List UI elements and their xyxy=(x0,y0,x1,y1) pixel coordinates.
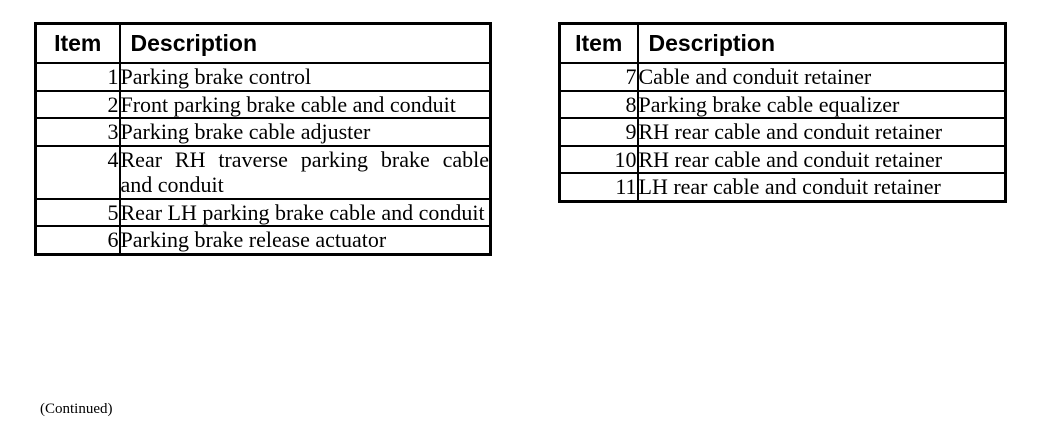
cell-item-number: 9 xyxy=(558,117,639,147)
cell-item-number: 8 xyxy=(558,89,639,120)
parts-table-right: Item Description 7 Cable and conduit ret… xyxy=(558,22,1007,203)
cell-item-number: 7 xyxy=(558,62,639,92)
column-header-description: Description xyxy=(118,22,492,65)
cell-item-description: Parking brake control xyxy=(118,62,492,92)
cell-item-description: Cable and conduit retainer xyxy=(636,62,1007,92)
cell-item-number: 6 xyxy=(34,225,121,256)
cell-item-description: RH rear cable and conduit retainer xyxy=(636,117,1007,147)
table-row: 1 Parking brake control xyxy=(34,62,492,92)
cell-item-number: 2 xyxy=(34,89,121,120)
cell-item-description: RH rear cable and conduit retainer xyxy=(636,144,1007,175)
table-row: 11 LH rear cable and conduit retainer xyxy=(558,172,1007,203)
table-header-row: Item Description xyxy=(558,22,1007,65)
cell-item-number: 4 xyxy=(34,144,121,200)
table-row: 2 Front parking brake cable and conduit xyxy=(34,89,492,120)
table-row: 6 Parking brake release actuator xyxy=(34,225,492,256)
cell-item-description: Parking brake cable adjuster xyxy=(118,117,492,147)
table-row: 7 Cable and conduit retainer xyxy=(558,62,1007,92)
cell-item-number: 11 xyxy=(558,172,639,203)
table-row: 5 Rear LH parking brake cable and condui… xyxy=(34,197,492,228)
continued-note: (Continued) xyxy=(40,401,113,417)
cell-item-description: Parking brake cable equalizer xyxy=(636,89,1007,120)
cell-item-description: Parking brake release actuator xyxy=(118,225,492,256)
table-row: 10 RH rear cable and conduit retainer xyxy=(558,144,1007,175)
table-header-row: Item Description xyxy=(34,22,492,65)
cell-item-description: Front parking brake cable and conduit xyxy=(118,89,492,120)
table-row: 4 Rear RH traverse parking brake cable a… xyxy=(34,144,492,200)
cell-item-description: Rear LH parking brake cable and conduit xyxy=(118,197,492,228)
cell-item-description: LH rear cable and conduit retainer xyxy=(636,172,1007,203)
cell-item-number: 10 xyxy=(558,144,639,175)
column-header-item: Item xyxy=(558,22,639,65)
table-right-header: Item Description xyxy=(558,22,1007,65)
table-row: 8 Parking brake cable equalizer xyxy=(558,89,1007,120)
cell-item-description: Rear RH traverse parking brake cable and… xyxy=(118,144,492,200)
cell-item-number: 3 xyxy=(34,117,121,147)
table-row: 3 Parking brake cable adjuster xyxy=(34,117,492,147)
table-left-body: 1 Parking brake control 2 Front parking … xyxy=(34,62,492,256)
table-right-body: 7 Cable and conduit retainer 8 Parking b… xyxy=(558,62,1007,203)
column-header-description: Description xyxy=(636,22,1007,65)
parts-table-left: Item Description 1 Parking brake control… xyxy=(34,22,492,256)
cell-item-number: 5 xyxy=(34,197,121,228)
column-header-item: Item xyxy=(34,22,121,65)
cell-item-number: 1 xyxy=(34,62,121,92)
table-left-header: Item Description xyxy=(34,22,492,65)
table-row: 9 RH rear cable and conduit retainer xyxy=(558,117,1007,147)
